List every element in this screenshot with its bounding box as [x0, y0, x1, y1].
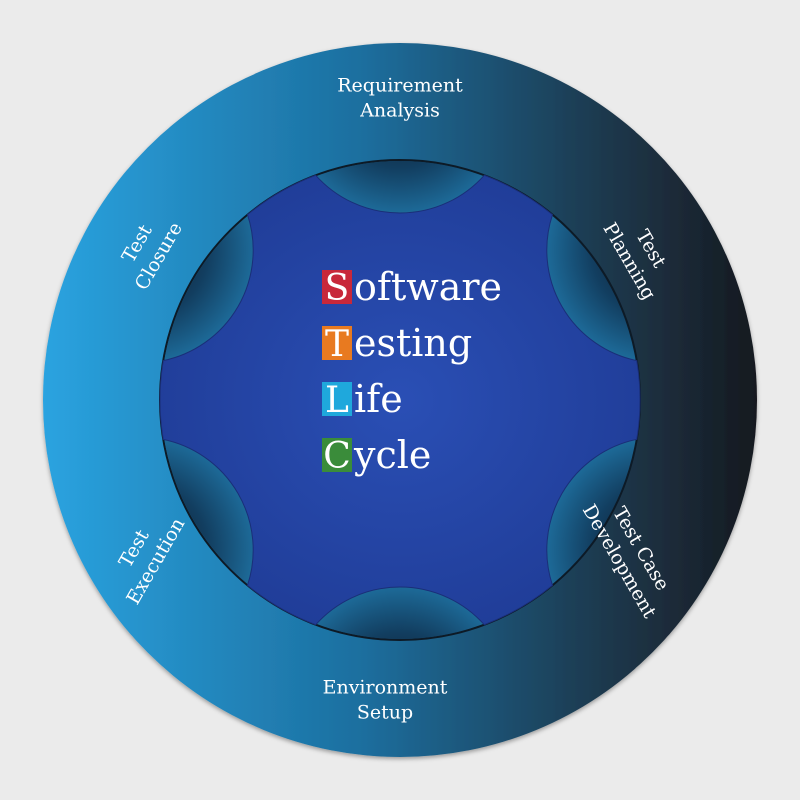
- title-initial-letter: T: [325, 324, 349, 365]
- title-word-rest: esting: [354, 321, 472, 365]
- title-initial-letter: S: [325, 268, 350, 309]
- phase-label-line: Setup: [357, 702, 413, 724]
- title-initial-letter: L: [325, 380, 349, 421]
- title-initial-letter: C: [323, 436, 351, 477]
- phase-label-line: Analysis: [359, 100, 440, 122]
- title-initial-box: [322, 438, 352, 472]
- title-initial-box: [322, 326, 352, 360]
- title-word-rest: ife: [354, 377, 403, 421]
- title-initial-box: [322, 270, 352, 304]
- title-word-rest: ycle: [353, 433, 431, 477]
- title-word-rest: oftware: [354, 265, 502, 309]
- title-initial-box: [322, 382, 352, 416]
- phase-label-line: Requirement: [337, 75, 463, 97]
- center-shape: [159, 174, 641, 626]
- phase-label-line: Environment: [323, 677, 448, 699]
